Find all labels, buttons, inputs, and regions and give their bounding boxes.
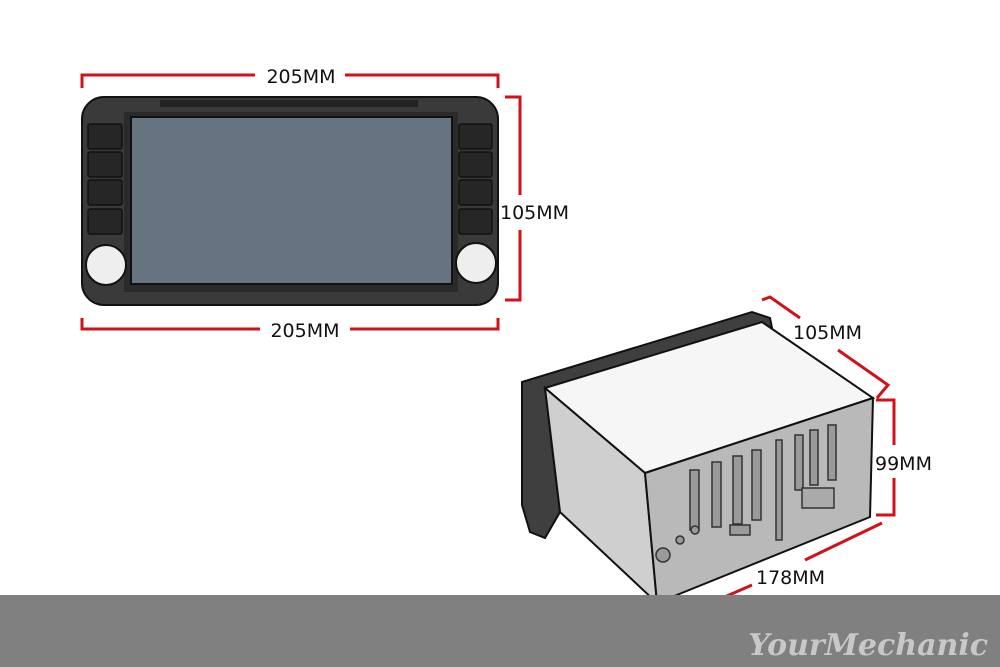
side-buttons [87, 123, 493, 235]
side-head-unit [521, 310, 876, 606]
front-width-bottom-label: 205MM [270, 320, 339, 342]
screen [130, 116, 453, 285]
watermark-logo: YourMechanic [748, 628, 988, 663]
front-dimension-lines [80, 73, 522, 331]
left-knob [85, 244, 127, 286]
right-knob [455, 242, 497, 284]
front-height-label: 105MM [500, 202, 569, 224]
front-head-unit [81, 96, 499, 306]
footer-bar [0, 595, 1000, 667]
side-depth-label: 105MM [793, 322, 862, 344]
front-width-top-label: 205MM [266, 66, 335, 88]
side-length-label: 178MM [756, 567, 825, 589]
side-height-label: 99MM [875, 453, 932, 475]
